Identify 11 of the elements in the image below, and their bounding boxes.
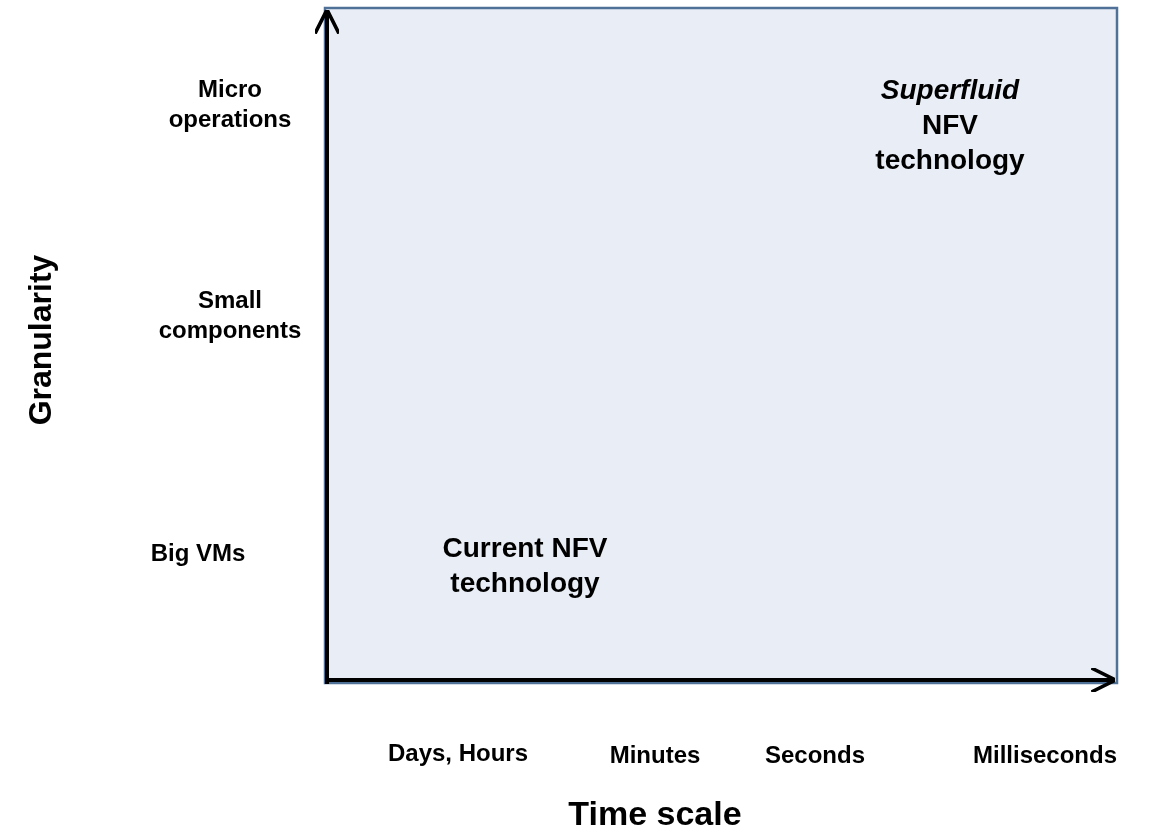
y-tick-label: Big VMs xyxy=(149,538,247,568)
x-tick-label: Milliseconds xyxy=(971,740,1118,770)
region-label: Current NFV technology xyxy=(441,531,609,600)
region-label: Superfluid NFV technology xyxy=(874,72,1026,177)
x-tick-label: Seconds xyxy=(764,740,866,770)
x-tick-label: Minutes xyxy=(608,740,702,770)
y-tick-label: Micro operations xyxy=(167,74,293,134)
y-tick-label: Small components xyxy=(157,285,303,345)
axis-title: Granularity xyxy=(21,253,59,428)
x-tick-label: Days, Hours xyxy=(386,738,530,768)
axis-title: Time scale xyxy=(567,792,743,833)
